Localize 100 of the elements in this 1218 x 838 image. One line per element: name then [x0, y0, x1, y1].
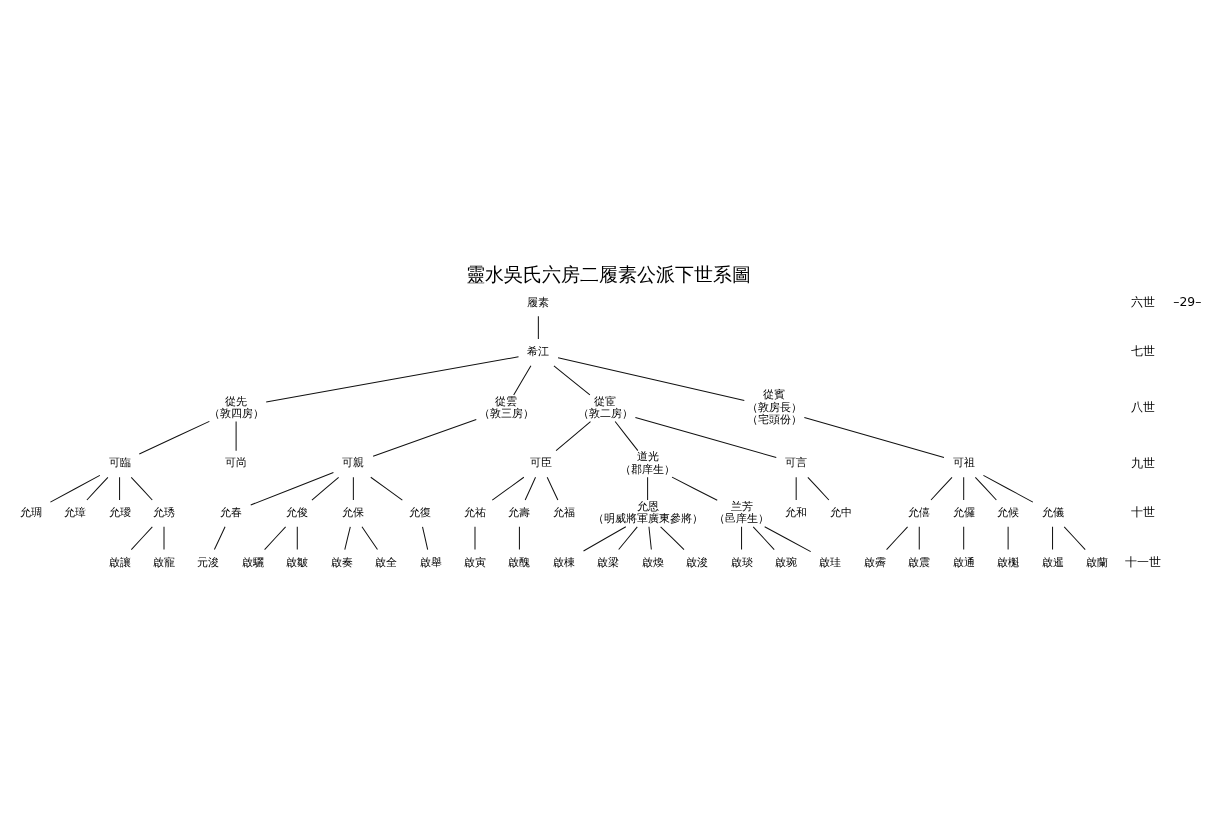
node-text: 從宧 （敦二房）: [577, 394, 633, 420]
node-text: 從雲 （敦三房）: [478, 394, 534, 420]
connector: [370, 476, 403, 501]
node-text: 從先 （敦四房）: [208, 394, 264, 420]
diagram-title: 靈水吳氏六房二履素公派下世系圖: [466, 262, 752, 285]
label: –29–: [1173, 294, 1202, 309]
connector: [138, 420, 210, 455]
connector: [982, 474, 1034, 503]
node-text: 啟浚: [686, 555, 709, 569]
node-text: 允壽: [508, 505, 531, 519]
node-text: 希江: [527, 344, 550, 358]
connector: [918, 525, 920, 550]
connector: [265, 355, 520, 403]
connector: [648, 525, 652, 550]
connector: [130, 525, 153, 550]
node-text: 允和: [785, 505, 808, 519]
node-text: 兰芳 （邑庠生）: [714, 499, 770, 525]
node-text: 道光 （郡庠生）: [620, 449, 676, 476]
label: 八世: [1130, 399, 1155, 414]
connector: [49, 474, 101, 503]
node-text: 可祖: [952, 455, 975, 469]
node-text: 啟蘭: [1085, 555, 1108, 569]
connector: [422, 525, 429, 550]
label: 六世: [1130, 294, 1155, 309]
node-text: 啟琰: [730, 555, 753, 569]
connector: [296, 525, 298, 550]
connector: [974, 476, 997, 500]
connector: [807, 476, 830, 500]
node-text: 啟寅: [463, 555, 486, 569]
connector: [583, 525, 627, 551]
connector: [213, 525, 226, 550]
connector: [524, 476, 537, 500]
connector: [886, 525, 909, 550]
node-text: 可臣: [530, 455, 553, 469]
connector: [752, 525, 775, 550]
node-text: 元浚: [197, 555, 220, 569]
connector: [553, 364, 591, 395]
node-text: 啟珪: [819, 555, 842, 569]
node-text: 啟煥: [641, 555, 664, 569]
node-text: 啟驪: [241, 555, 264, 569]
node-text: 啟皺: [286, 555, 309, 569]
connector: [86, 476, 109, 500]
node-text: 可尚: [225, 455, 248, 469]
connector: [764, 525, 812, 552]
node-text: 啟全: [375, 555, 398, 569]
connector: [264, 525, 287, 550]
connector: [119, 476, 121, 500]
node-text: 允福: [552, 505, 575, 519]
node-text: 啟通: [952, 555, 975, 569]
connector: [491, 476, 525, 501]
node-text: 允璋: [64, 505, 87, 519]
node-text: 啟棟: [552, 555, 575, 569]
node-text: 允春: [220, 505, 243, 519]
connector: [634, 416, 777, 458]
node-text: 啟震: [908, 555, 931, 569]
node-text: 啟梁: [597, 555, 620, 569]
node-text: 可臨: [108, 455, 131, 469]
node-text: 允祐: [463, 505, 486, 519]
connector: [311, 476, 340, 501]
node-text: 允琇: [153, 505, 175, 519]
node-text: 允恩 （明威將軍廣東參將）: [592, 499, 703, 525]
connector: [557, 356, 745, 401]
connector: [795, 476, 797, 500]
connector: [963, 476, 965, 500]
connector: [963, 525, 965, 550]
node-text: 啟醜: [508, 555, 531, 569]
connector: [671, 476, 718, 501]
connector: [344, 525, 351, 550]
connector: [130, 476, 153, 500]
connector: [250, 471, 334, 505]
node-text: 允復: [408, 505, 431, 519]
label: 七世: [1130, 343, 1155, 358]
node-text: 啟櫆: [997, 555, 1020, 569]
node-text: 允中: [829, 505, 852, 519]
node-text: 允璦: [108, 505, 131, 519]
connector: [618, 525, 638, 550]
connector: [372, 418, 477, 457]
node-text: 可親: [342, 455, 365, 469]
node-text: 啟奏: [330, 555, 353, 569]
node-text: 允儀: [1041, 505, 1064, 519]
node-text: 啟寵: [153, 555, 175, 569]
connector: [803, 416, 945, 458]
node-text: 啟暹: [1041, 555, 1064, 569]
node-text: 啟舉: [419, 555, 442, 569]
node-text: 啟讓: [108, 555, 131, 569]
connector: [741, 525, 743, 550]
label: 十一世: [1124, 554, 1161, 569]
connector: [1063, 525, 1086, 550]
connector: [518, 525, 520, 550]
node-text: 允俊: [286, 505, 309, 519]
connector: [546, 476, 559, 500]
node-text: 可言: [785, 455, 808, 469]
node-text: 允保: [342, 505, 365, 519]
connector: [660, 525, 685, 550]
node-text: 允僖: [908, 505, 931, 519]
connector: [352, 476, 354, 500]
node-text: 啟琬: [774, 555, 797, 569]
node-text: 啟霽: [863, 555, 886, 569]
connector: [647, 476, 649, 500]
node-text: 允琱: [19, 505, 42, 519]
